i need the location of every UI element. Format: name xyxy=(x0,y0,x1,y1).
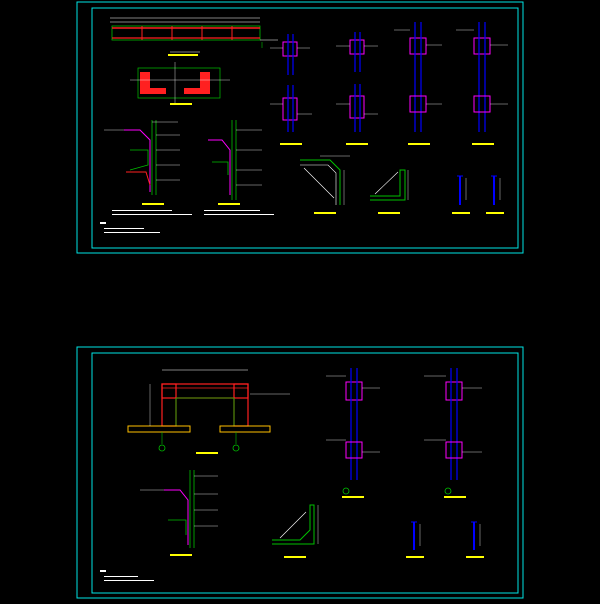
upper-haunch-detail xyxy=(370,169,409,214)
upper-column-details xyxy=(270,22,508,145)
lower-notes xyxy=(100,570,154,581)
lower-sheet-outer-border xyxy=(76,346,524,599)
lower-sheet-inner-border xyxy=(91,352,519,594)
upper-notes xyxy=(100,210,274,233)
wall-section-left-view xyxy=(104,120,180,205)
beam-elevation-view xyxy=(110,17,278,56)
upper-sheet-inner-border xyxy=(91,7,519,249)
lower-wall-section-view xyxy=(140,470,218,556)
upper-corner-detail xyxy=(300,155,350,214)
wall-section-right-view xyxy=(208,120,262,205)
lower-column-details xyxy=(326,368,482,498)
lower-sheet xyxy=(76,346,524,599)
lower-corner-detail xyxy=(272,504,319,558)
upper-rebar-detail xyxy=(452,175,504,214)
upper-sheet xyxy=(76,1,524,254)
upper-sheet-outer-border xyxy=(76,1,524,254)
pier-plan-view xyxy=(130,62,230,105)
frame-elevation-view xyxy=(127,369,290,454)
lower-rebar-detail xyxy=(406,521,484,558)
